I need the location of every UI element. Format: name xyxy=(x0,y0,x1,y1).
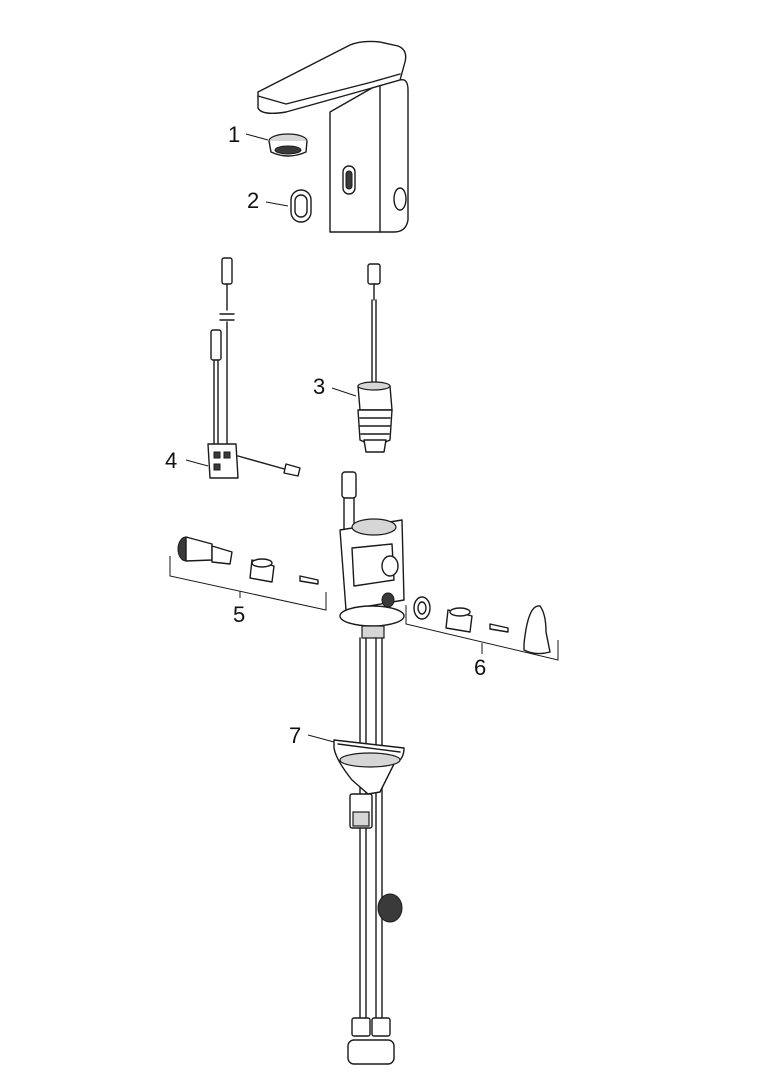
callout-3: 3 xyxy=(313,374,325,399)
valve-body xyxy=(339,471,405,639)
supply-hoses xyxy=(347,637,403,1065)
part-2-sensor-cover xyxy=(290,189,312,223)
callout-2: 2 xyxy=(247,188,259,213)
part-1-aerator xyxy=(268,133,308,157)
faucet-body xyxy=(257,40,409,233)
callout-5: 5 xyxy=(233,602,245,627)
part-4-cable-harness xyxy=(207,257,301,479)
part-6-handle-set xyxy=(405,596,559,661)
part-7-mounting-bracket xyxy=(333,739,405,829)
callout-leaders xyxy=(185,133,357,743)
callout-4: 4 xyxy=(165,448,177,473)
callout-1: 1 xyxy=(228,122,240,147)
callout-7: 7 xyxy=(289,723,301,748)
part-5-fittings-set xyxy=(169,536,327,611)
callout-6: 6 xyxy=(474,655,486,680)
part-3-solenoid-valve xyxy=(357,263,393,453)
